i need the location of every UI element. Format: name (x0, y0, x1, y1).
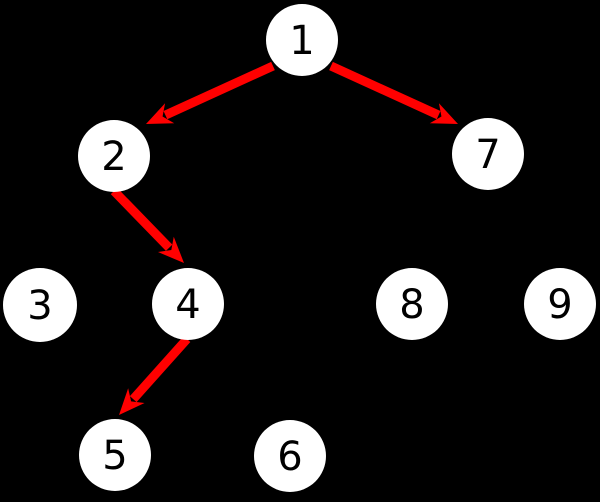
arrowhead-icon (146, 103, 175, 124)
edge-shaft (129, 335, 191, 403)
edge-shaft (329, 61, 441, 120)
arrowhead-icon (429, 103, 458, 124)
graph-node-2[interactable]: 2 (78, 120, 150, 192)
graph-node-3[interactable]: 3 (3, 268, 77, 342)
graph-node-1[interactable]: 1 (266, 4, 338, 76)
graph-node-4[interactable]: 4 (152, 268, 224, 340)
graph-node-8[interactable]: 8 (376, 268, 448, 340)
node-circle[interactable] (3, 268, 77, 342)
node-circle[interactable] (452, 118, 524, 190)
node-circle[interactable] (152, 268, 224, 340)
graph-node-9[interactable]: 9 (524, 268, 596, 340)
edge-shaft (110, 187, 173, 251)
graph-node-5[interactable]: 5 (79, 419, 151, 491)
edge-2-to-4 (110, 187, 184, 263)
arrowhead-icon (119, 388, 145, 415)
node-circle[interactable] (254, 420, 326, 492)
node-circle[interactable] (524, 268, 596, 340)
graph-node-6[interactable]: 6 (254, 420, 326, 492)
edge-4-to-5 (119, 335, 191, 415)
arrowhead-icon (157, 236, 184, 263)
node-circle[interactable] (79, 419, 151, 491)
edge-shaft (163, 61, 275, 120)
edge-1-to-2 (146, 61, 275, 124)
node-circle[interactable] (266, 4, 338, 76)
edge-1-to-7 (329, 61, 458, 124)
node-circle[interactable] (376, 268, 448, 340)
graph-node-7[interactable]: 7 (452, 118, 524, 190)
edges-layer (110, 61, 458, 415)
node-circle[interactable] (78, 120, 150, 192)
